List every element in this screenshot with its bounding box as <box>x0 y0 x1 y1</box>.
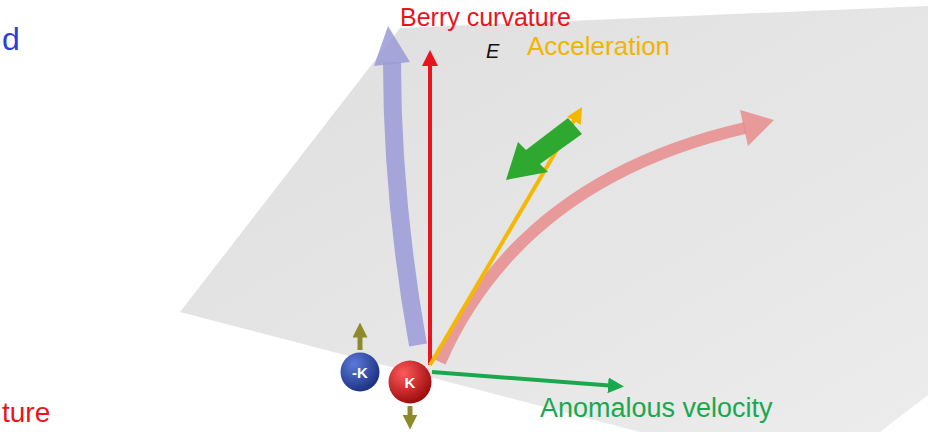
annotation-label: Acceleration <box>527 32 670 61</box>
valley-label: -K <box>352 364 368 381</box>
arrowhead <box>740 110 774 146</box>
annotation-label: Berry curvature <box>400 4 571 32</box>
annotation-label: Anomalous velocity <box>540 394 773 424</box>
sphere <box>341 353 380 392</box>
spin-arrow <box>408 406 413 422</box>
valley-sphere: -K <box>340 352 380 392</box>
arrowhead <box>374 26 410 66</box>
field-arrow <box>506 118 582 180</box>
curved-arrow <box>392 62 418 345</box>
annotation-label: E <box>486 40 499 62</box>
plane <box>180 6 928 432</box>
sphere <box>389 361 432 404</box>
velocity-arrow <box>432 372 616 386</box>
berry-arrow <box>428 58 432 365</box>
valley-label: K <box>405 374 416 391</box>
annotation-label: d <box>2 22 20 57</box>
valley-sphere: K <box>388 360 432 404</box>
spin-arrow <box>358 330 363 350</box>
curved-arrow <box>440 128 745 362</box>
annotation-label: ture <box>2 398 50 429</box>
